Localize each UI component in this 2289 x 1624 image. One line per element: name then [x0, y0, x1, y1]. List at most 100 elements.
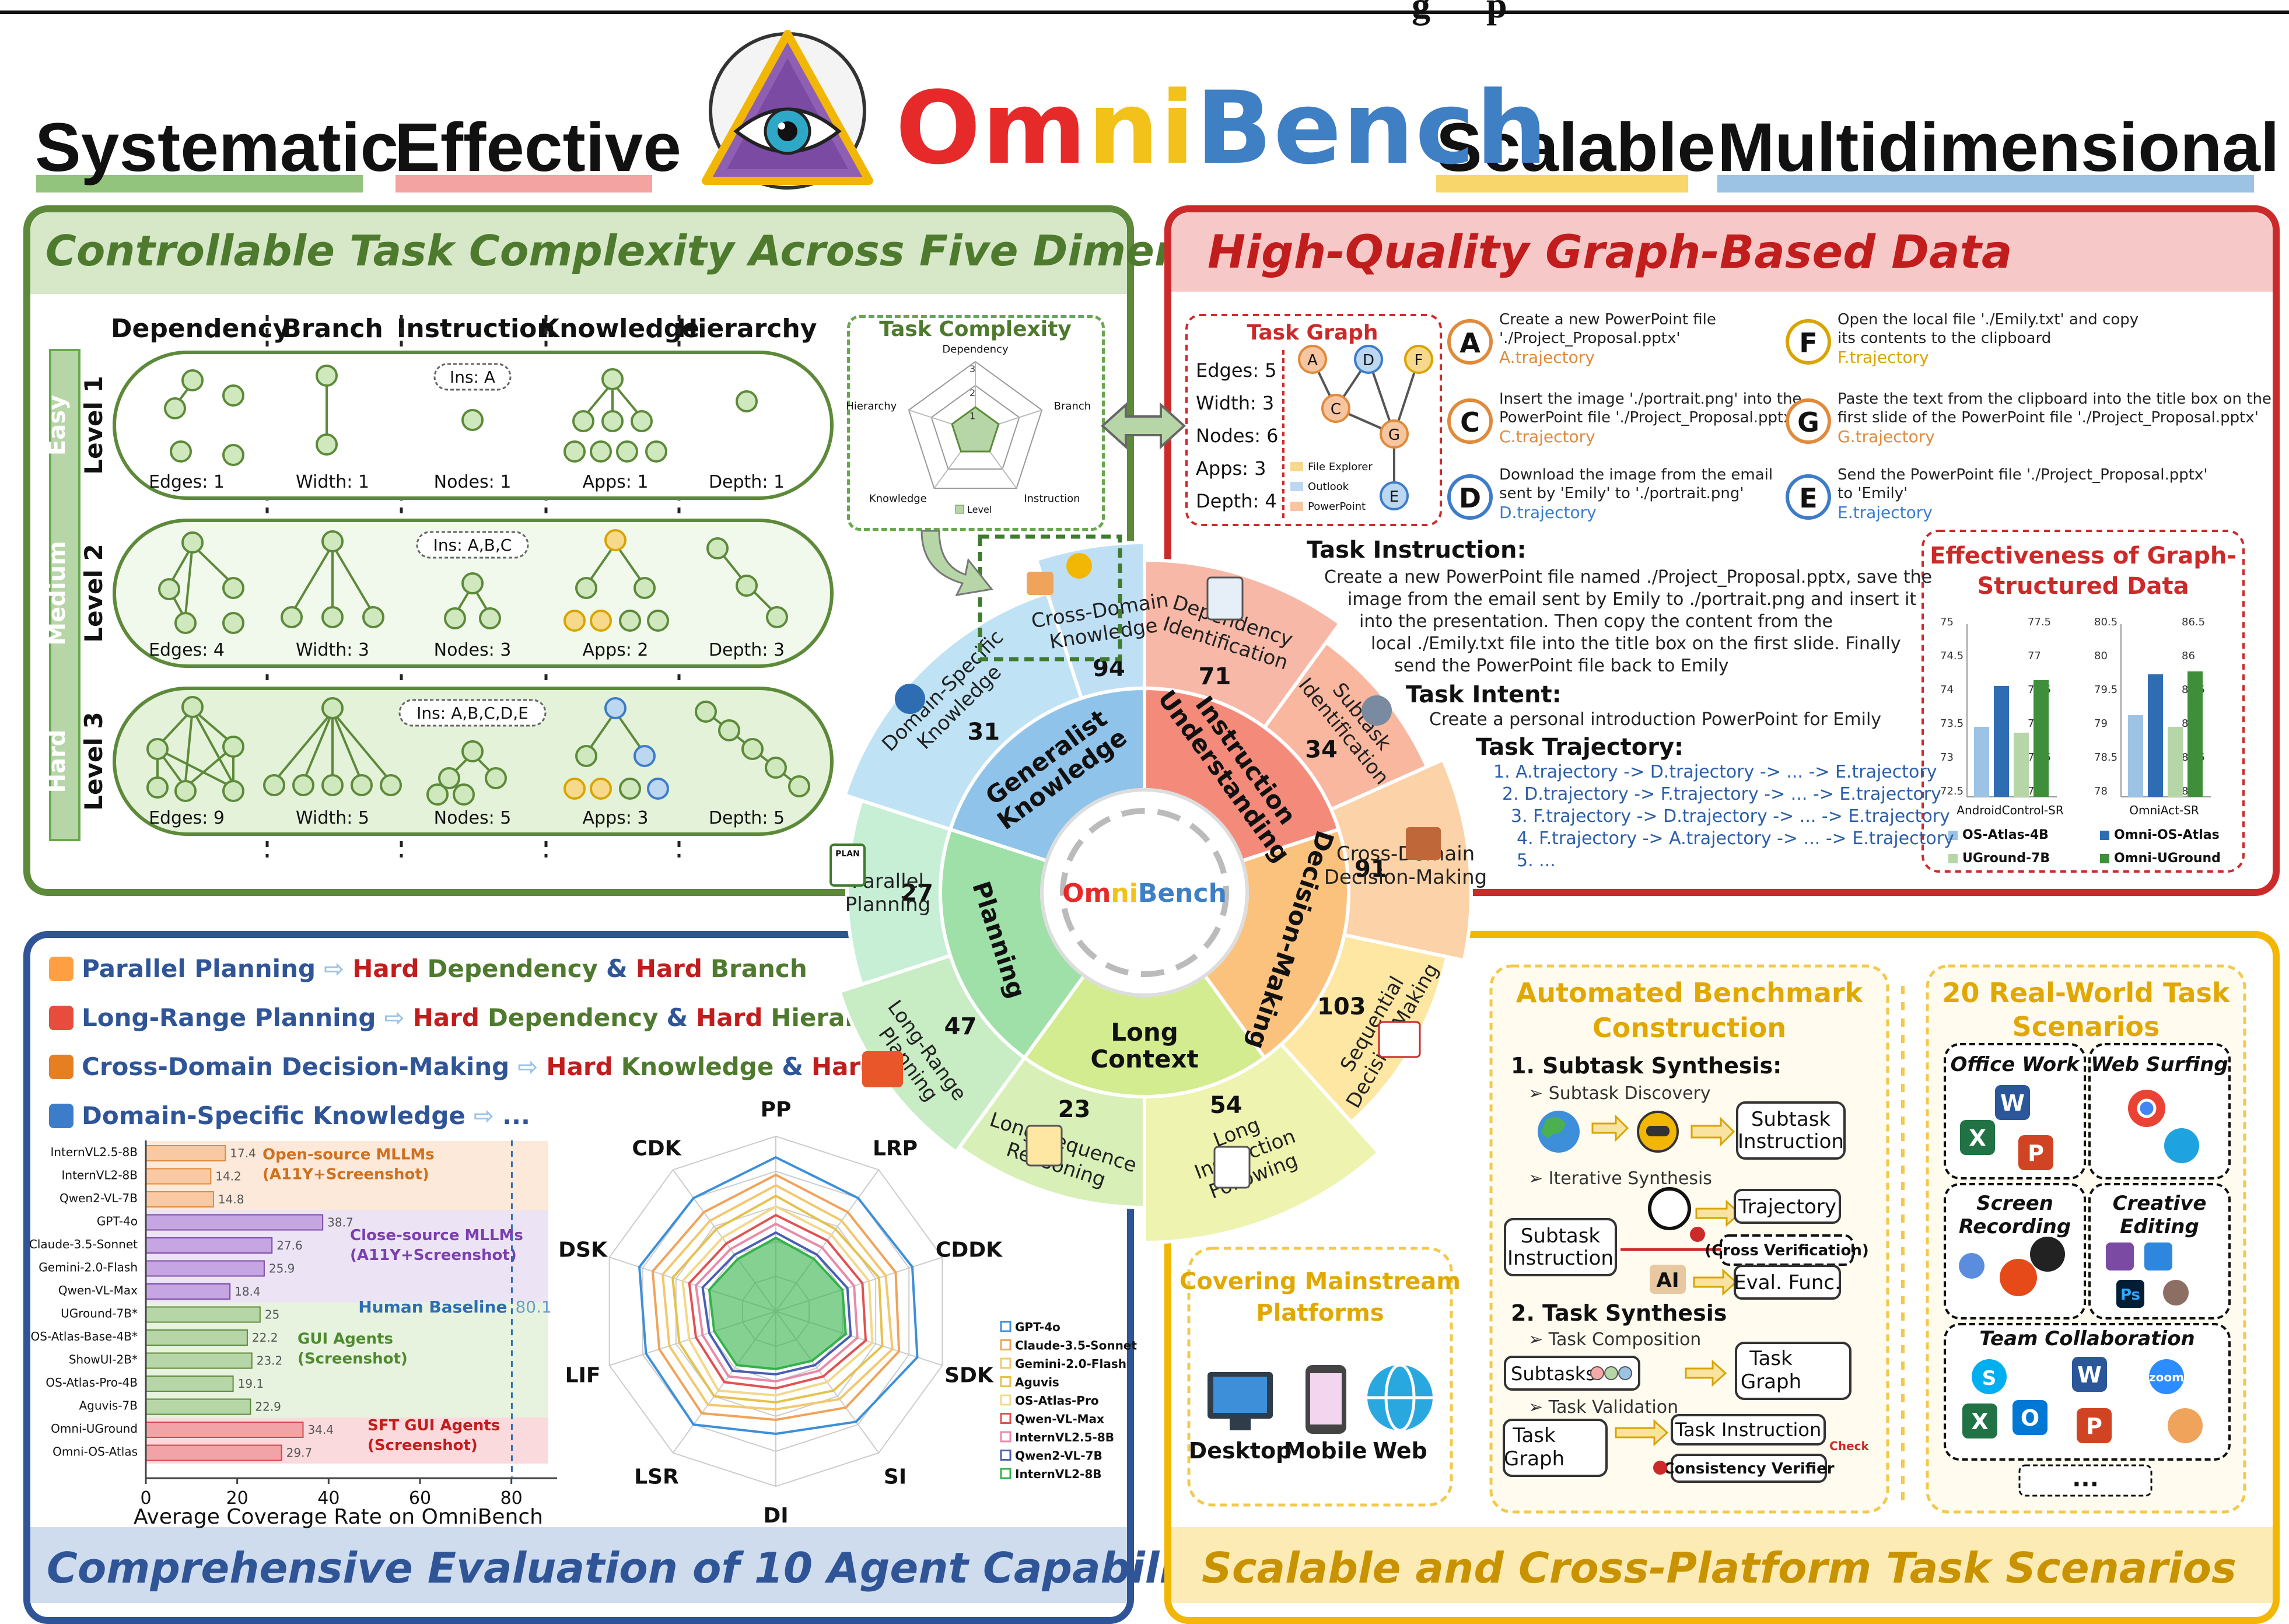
graph-edge	[184, 709, 194, 782]
mapping-token: Branch	[710, 954, 807, 983]
construction-title: Automated Benchmark	[1516, 977, 1864, 1009]
task-graph-box-2	[1503, 1419, 1608, 1477]
graph-node	[647, 778, 669, 800]
task-trajectory-line: 4. F.trajectory -> A.trajectory -> ... -…	[1517, 828, 1954, 849]
cutoff-page-title: g p	[1412, 0, 1507, 26]
graph-node	[601, 368, 624, 390]
desktop-stand	[1230, 1419, 1251, 1430]
outlook-icon	[2013, 1400, 2048, 1435]
bar-category-label: OS-Atlas-Base-4B*	[31, 1329, 138, 1343]
bar-group-name: Close-source MLLMs	[350, 1227, 523, 1244]
graph-node	[316, 433, 338, 456]
task-graph-legend-label: File Explorer	[1308, 461, 1373, 473]
graph-node	[765, 757, 787, 779]
scenarios-title-band	[1171, 1527, 2273, 1603]
radar-legend-label: Claude-3.5-Sonnet	[1015, 1339, 1137, 1353]
construction-step: 2. Task Synthesis	[1511, 1300, 1727, 1326]
task-instruction-line: image from the email sent by Emily to ./…	[1348, 589, 1917, 610]
construction-substep: ➢ Task Composition	[1528, 1329, 1701, 1350]
effectiveness-bar	[2014, 733, 2029, 797]
wheel-inner-label: Context	[1090, 1045, 1198, 1073]
mapping-token: &	[606, 954, 628, 983]
scenario-card-title: Office Work	[1950, 1053, 2080, 1076]
bar-value-label: 38.7	[327, 1216, 354, 1230]
construction-substep: ➢ Task Validation	[1528, 1397, 1678, 1418]
construction-substep: ➢ Subtask Discovery	[1528, 1083, 1711, 1104]
graph-node	[619, 610, 641, 632]
wheel-outer-value: 27	[901, 880, 933, 907]
bar-value-label: 23.2	[257, 1354, 283, 1368]
graph-node	[351, 774, 373, 796]
graph-edge	[184, 544, 194, 615]
excel-icon-letter: X	[1969, 1125, 1986, 1151]
graph-title-band	[1171, 212, 2273, 292]
swap-arrow-icon	[1591, 1114, 1629, 1142]
radar-level-area	[951, 406, 1000, 453]
double-arrow-icon	[1101, 402, 1186, 450]
task-graph-node	[1354, 345, 1383, 374]
arrow-icon	[1693, 1268, 1738, 1296]
human-baseline-label: Human Baseline	[358, 1297, 507, 1317]
gimp-icon	[2163, 1280, 2189, 1306]
column-header-branch: Branch	[282, 314, 383, 344]
bar-category-label: ShowUI-2B*	[69, 1353, 138, 1367]
multidimensional-underline	[1717, 175, 2254, 192]
bar-x-tick-label: 0	[140, 1488, 151, 1508]
excel-icon-2-letter: X	[1971, 1409, 1988, 1434]
bar-value-label: 25	[265, 1308, 279, 1322]
radar-legend-label: Gemini-2.0-Flash	[1015, 1357, 1126, 1371]
capability-icon	[49, 1054, 74, 1079]
top-rule	[0, 10, 2289, 14]
plan-icon	[830, 844, 866, 887]
effectiveness-legend-label: Omni-OS-Atlas	[2114, 828, 2220, 842]
radar-axis-label: Dependency	[942, 343, 1009, 355]
bar-x-axis-label: Average Coverage Rate on OmniBench	[134, 1505, 543, 1529]
graph-node	[766, 606, 788, 628]
platform-label: Desktop	[1189, 1438, 1292, 1464]
subtask-badge-letter: C	[1460, 407, 1480, 438]
column-header-dependency: Dependency	[111, 314, 290, 344]
radar-axis-label: Branch	[1054, 400, 1091, 412]
graph-node	[601, 410, 624, 432]
anthropic-icon	[1650, 1265, 1686, 1294]
metric-label: Depth: 5	[709, 808, 785, 828]
radar-legend-swatch	[955, 505, 964, 514]
eval-func-text: Eval. Func.	[1734, 1271, 1841, 1294]
scalable-underline	[1436, 175, 1688, 192]
task-graph-legend-swatch	[1290, 502, 1303, 511]
task-complexity-title: Task Complexity	[879, 317, 1072, 341]
graph-node	[321, 774, 344, 796]
mapping-token: Parallel Planning	[82, 954, 316, 983]
bar-mark	[145, 1329, 248, 1346]
wheel-outer-value: 91	[1354, 856, 1387, 883]
graph-node	[619, 778, 641, 800]
openai-icon	[1648, 1187, 1691, 1230]
mapping-token: Domain-Specific Knowledge	[82, 1101, 466, 1130]
subtask-text: PowerPoint file './Project_Proposal.pptx…	[1499, 409, 1797, 426]
graph-node	[461, 572, 484, 594]
bar-value-label: 25.9	[269, 1262, 295, 1276]
graph-node	[222, 612, 244, 634]
effectiveness-bar	[2128, 715, 2143, 797]
verification-fail-icon	[1690, 1227, 1705, 1242]
graph-node	[444, 607, 466, 629]
title-letter: O	[895, 69, 982, 187]
wheel-center-letter: n	[1175, 878, 1193, 908]
task-graph-title: Task Graph	[1247, 321, 1378, 345]
radar-ring	[908, 360, 1043, 489]
effectiveness-label: AndroidControl-SR	[1957, 803, 2064, 817]
radar-legend-swatch	[1000, 1468, 1012, 1479]
metric-label: Nodes: 3	[434, 640, 512, 660]
metric-label: Apps: 3	[583, 808, 649, 828]
construction-title: Construction	[1592, 1012, 1786, 1044]
subtask-icon	[1362, 695, 1392, 726]
omnibench-title: OmniBench	[895, 70, 1549, 187]
task-graph-node	[1298, 345, 1327, 374]
bar-category-label: GPT-4o	[97, 1214, 138, 1228]
clipboard-icon	[1213, 1146, 1251, 1189]
graph-node	[174, 780, 197, 802]
graph-edge	[331, 710, 392, 783]
task-intent-text: Create a personal introduction PowerPoin…	[1429, 709, 1882, 730]
radar-axis-label: LRP	[873, 1136, 918, 1160]
